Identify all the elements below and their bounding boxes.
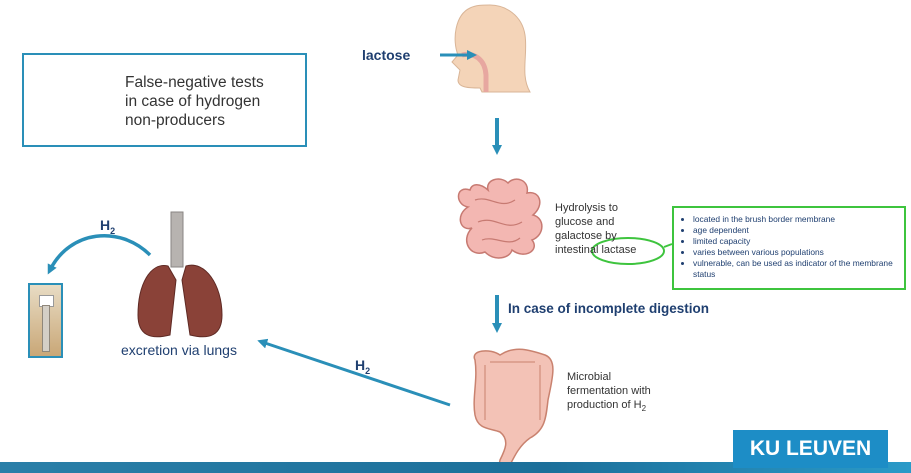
h2-lower-main: H (355, 357, 366, 373)
warning-text: False-negative tests in case of hydrogen… (125, 73, 305, 130)
warning-line-1: False-negative tests (125, 74, 264, 91)
fermentation-sub: 2 (641, 404, 647, 414)
fermentation-line-1: Microbial (567, 371, 612, 383)
hydrolysis-line-4: intestinal lactase (555, 244, 637, 256)
incomplete-digestion-label: In case of incomplete digestion (508, 301, 710, 316)
h2-lower-sub: 2 (365, 365, 371, 376)
lactose-label: lactose (362, 47, 411, 63)
excretion-label: excretion via lungs (121, 342, 237, 358)
warning-line-3: non-producers (125, 112, 225, 129)
fermentation-text: Microbial fermentation with production o… (567, 370, 651, 416)
h2-label-lower: H2 (355, 357, 370, 376)
h2-upper-sub: 2 (110, 225, 116, 236)
h2-arrow-to-lungs (257, 338, 451, 407)
fermentation-line-2: fermentation with (567, 385, 651, 397)
lactase-note: age dependent (693, 225, 898, 236)
tube-body (42, 305, 50, 352)
fermentation-line-3-text: production of H (567, 399, 642, 411)
lactase-note: varies between various populations (693, 247, 898, 258)
footer-bar (0, 462, 911, 473)
small-intestine-illustration (457, 178, 543, 259)
warning-box (22, 53, 307, 147)
h2-upper-main: H (100, 217, 111, 233)
lactase-highlight (591, 237, 665, 265)
lactase-notes-list: located in the brush border membrane age… (680, 214, 898, 280)
head-illustration (451, 4, 531, 93)
hydrolysis-line-1: Hydrolysis to (555, 202, 618, 214)
large-intestine-illustration (473, 348, 554, 469)
callout-line (663, 243, 673, 248)
lungs-illustration (137, 211, 223, 338)
h2-label-upper: H2 (100, 217, 115, 236)
hydrolysis-line-2: glucose and (555, 216, 615, 228)
lactase-note: vulnerable, can be used as indicator of … (693, 258, 898, 280)
ku-leuven-logo: KU LEUVEN (733, 430, 888, 468)
lactase-note: limited capacity (693, 236, 898, 247)
lactase-note: located in the brush border membrane (693, 214, 898, 225)
hydrolysis-text: Hydrolysis to glucose and galactose by i… (555, 201, 636, 257)
warning-line-2: in case of hydrogen (125, 93, 261, 110)
lactase-notes-box: located in the brush border membrane age… (672, 206, 906, 290)
h2-arrow-to-tube (47, 233, 152, 275)
hydrolysis-line-3: galactose by (555, 230, 617, 242)
fermentation-line-3: production of H2 (567, 398, 651, 416)
breath-test-tube-image (28, 283, 63, 358)
